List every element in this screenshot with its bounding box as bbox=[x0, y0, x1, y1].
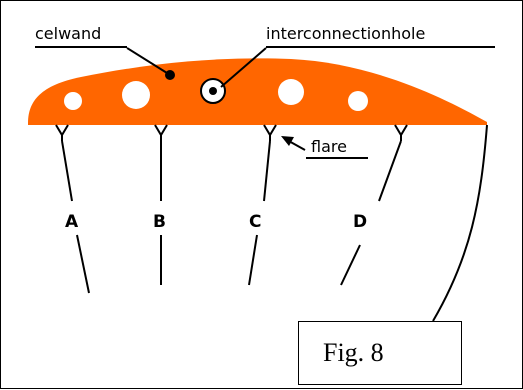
interconnection-hole-5 bbox=[348, 91, 368, 111]
flare-arrow-head bbox=[281, 136, 294, 146]
line-a bbox=[61, 140, 90, 294]
celwand-pointer-dot bbox=[165, 70, 175, 80]
line-trailing bbox=[432, 124, 488, 322]
celwand-pointer bbox=[126, 47, 168, 74]
interconnection-pointer bbox=[220, 47, 267, 88]
label-celwand: celwand bbox=[35, 24, 101, 43]
interconnection-hole-3-dot bbox=[209, 87, 217, 95]
line-d bbox=[340, 140, 402, 286]
interconnection-hole-1 bbox=[64, 92, 82, 110]
figure-caption: Fig. 8 bbox=[323, 338, 384, 367]
line-label-a: A bbox=[65, 212, 79, 232]
interconnection-hole-4 bbox=[278, 79, 304, 105]
label-interconnectionhole: interconnectionhole bbox=[266, 24, 425, 43]
line-label-c: C bbox=[249, 212, 261, 232]
interconnection-hole-2 bbox=[122, 81, 150, 109]
flare-attachments bbox=[55, 124, 408, 141]
wing-profile bbox=[28, 58, 487, 125]
suspension-lines bbox=[61, 124, 488, 322]
figure-caption-box: Fig. 8 bbox=[298, 321, 462, 385]
line-label-d: D bbox=[353, 212, 367, 232]
line-c bbox=[248, 140, 271, 286]
line-label-b: B bbox=[153, 212, 166, 232]
label-flare: flare bbox=[311, 137, 347, 156]
